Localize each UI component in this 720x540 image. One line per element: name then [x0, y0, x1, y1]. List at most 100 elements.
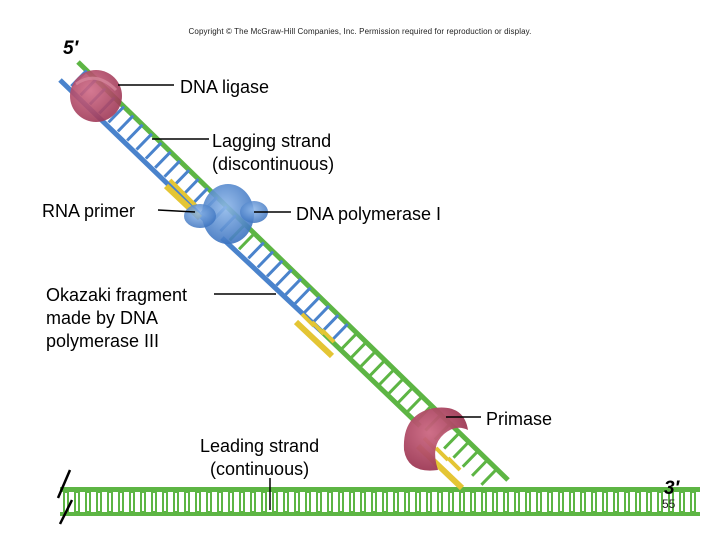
base-pair-rung	[331, 323, 349, 341]
okazaki-label-line2: made by DNA	[46, 308, 159, 328]
base-pair-rung	[668, 491, 674, 513]
base-pair-rung	[316, 491, 322, 513]
three-prime-end-label: 3′	[664, 478, 680, 499]
copyright-notice: Copyright © The McGraw-Hill Companies, I…	[188, 27, 532, 36]
base-pair-rung	[415, 491, 421, 513]
base-pair-rung	[206, 491, 212, 513]
base-pair-rung	[195, 491, 201, 513]
base-pair-rung	[284, 277, 303, 296]
base-pair-rung	[250, 491, 256, 513]
base-pair-rung	[228, 491, 234, 513]
base-pair-rung	[256, 250, 275, 269]
base-pair-rung	[107, 491, 113, 513]
base-pair-rung	[452, 440, 470, 459]
five-prime-end-label: 5′	[63, 38, 79, 59]
base-pair-rung	[368, 359, 386, 378]
strand-break-mark	[56, 469, 74, 525]
base-pair-rung	[294, 491, 300, 513]
base-pair-rung	[283, 491, 289, 513]
base-pair-rung	[443, 431, 461, 450]
base-pair-rung	[377, 368, 396, 387]
base-pair-rung	[360, 491, 366, 513]
leading-strand-label-line2: (continuous)	[210, 459, 310, 479]
base-pair-rung	[396, 386, 414, 405]
base-pair-rung	[321, 313, 340, 332]
base-pair-rung	[371, 491, 377, 513]
base-pair-rung	[646, 491, 652, 513]
base-pair-rung	[679, 491, 685, 513]
base-pair-rung	[470, 491, 476, 513]
rna-primer-label: RNA primer	[42, 201, 136, 221]
base-pair-rung	[471, 458, 489, 477]
leading-strand-helix	[60, 487, 700, 516]
base-pair-rung	[459, 491, 465, 513]
base-pair-rung	[118, 491, 124, 513]
lagging-strand-label-line2: (discontinuous)	[212, 154, 335, 174]
base-pair-rung	[547, 491, 553, 513]
primase-label: Primase	[486, 409, 553, 429]
base-pair-rung	[305, 491, 311, 513]
base-pair-rung	[405, 395, 424, 414]
base-pair-rung	[481, 491, 487, 513]
base-pair-rung	[492, 491, 498, 513]
base-pair-rung	[349, 341, 368, 360]
dna-polymerase-i-label: DNA polymerase I	[296, 204, 442, 224]
base-pair-rung	[690, 491, 696, 513]
base-pair-rung	[349, 491, 355, 513]
base-pair-rung	[525, 491, 531, 513]
base-pair-rung	[151, 491, 157, 513]
dna-ligase-enzyme	[70, 70, 122, 122]
base-pair-rung	[327, 491, 333, 513]
base-pair-rung	[404, 491, 410, 513]
base-pair-rung	[129, 491, 135, 513]
base-pair-rung	[312, 304, 331, 323]
base-pair-rung	[602, 491, 608, 513]
base-pair-rung	[96, 491, 102, 513]
base-pair-rung	[162, 491, 168, 513]
leading-strand-label: Leading strand (continuous)	[200, 435, 319, 481]
base-pair-rung	[303, 295, 321, 314]
base-pair-rung	[558, 491, 564, 513]
base-pair-rung	[657, 491, 663, 513]
lagging-new-backbone-fragment	[318, 328, 422, 428]
base-pair-rung	[569, 491, 575, 513]
base-pair-rung	[140, 491, 146, 513]
base-pair-rung	[536, 491, 542, 513]
base-pair-rung	[144, 141, 163, 160]
base-pair-rung	[191, 187, 209, 205]
rna-primer-segment-middle	[293, 312, 336, 359]
base-pair-rung	[237, 232, 256, 251]
base-pair-rung	[613, 491, 619, 513]
base-pair-rung	[624, 491, 630, 513]
base-pair-rung	[154, 150, 172, 169]
base-pair-rung	[275, 268, 293, 287]
base-pair-rung	[261, 491, 267, 513]
base-pair-rung	[480, 468, 498, 486]
base-pair-rung	[265, 259, 284, 278]
lagging-strand-label-line1: Lagging strand	[212, 131, 332, 151]
leader-rna-primer	[157, 209, 196, 213]
base-pair-rung	[172, 168, 191, 187]
base-pair-rung	[107, 105, 125, 124]
leader-lines	[118, 84, 481, 510]
base-pair-rung	[163, 159, 181, 178]
base-pair-rung	[591, 491, 597, 513]
base-pair-rung	[437, 491, 443, 513]
base-pair-rung	[448, 491, 454, 513]
okazaki-label-line1: Okazaki fragment	[46, 285, 188, 305]
base-pair-rung	[116, 114, 135, 133]
base-pair-rung	[387, 377, 405, 396]
base-pair-rung	[293, 286, 312, 305]
base-pair-rung	[85, 491, 91, 513]
leading-strand-backbone-bottom	[60, 512, 700, 516]
base-pair-rung	[340, 332, 359, 350]
base-pair-rung	[338, 491, 344, 513]
base-pair-rung	[184, 491, 190, 513]
base-pair-rung	[126, 123, 144, 142]
base-pair-rung	[239, 491, 245, 513]
base-pair-rung	[247, 241, 265, 260]
leading-strand-base-pairs	[63, 491, 696, 513]
base-pair-rung	[359, 350, 377, 369]
base-pair-rung	[514, 491, 520, 513]
